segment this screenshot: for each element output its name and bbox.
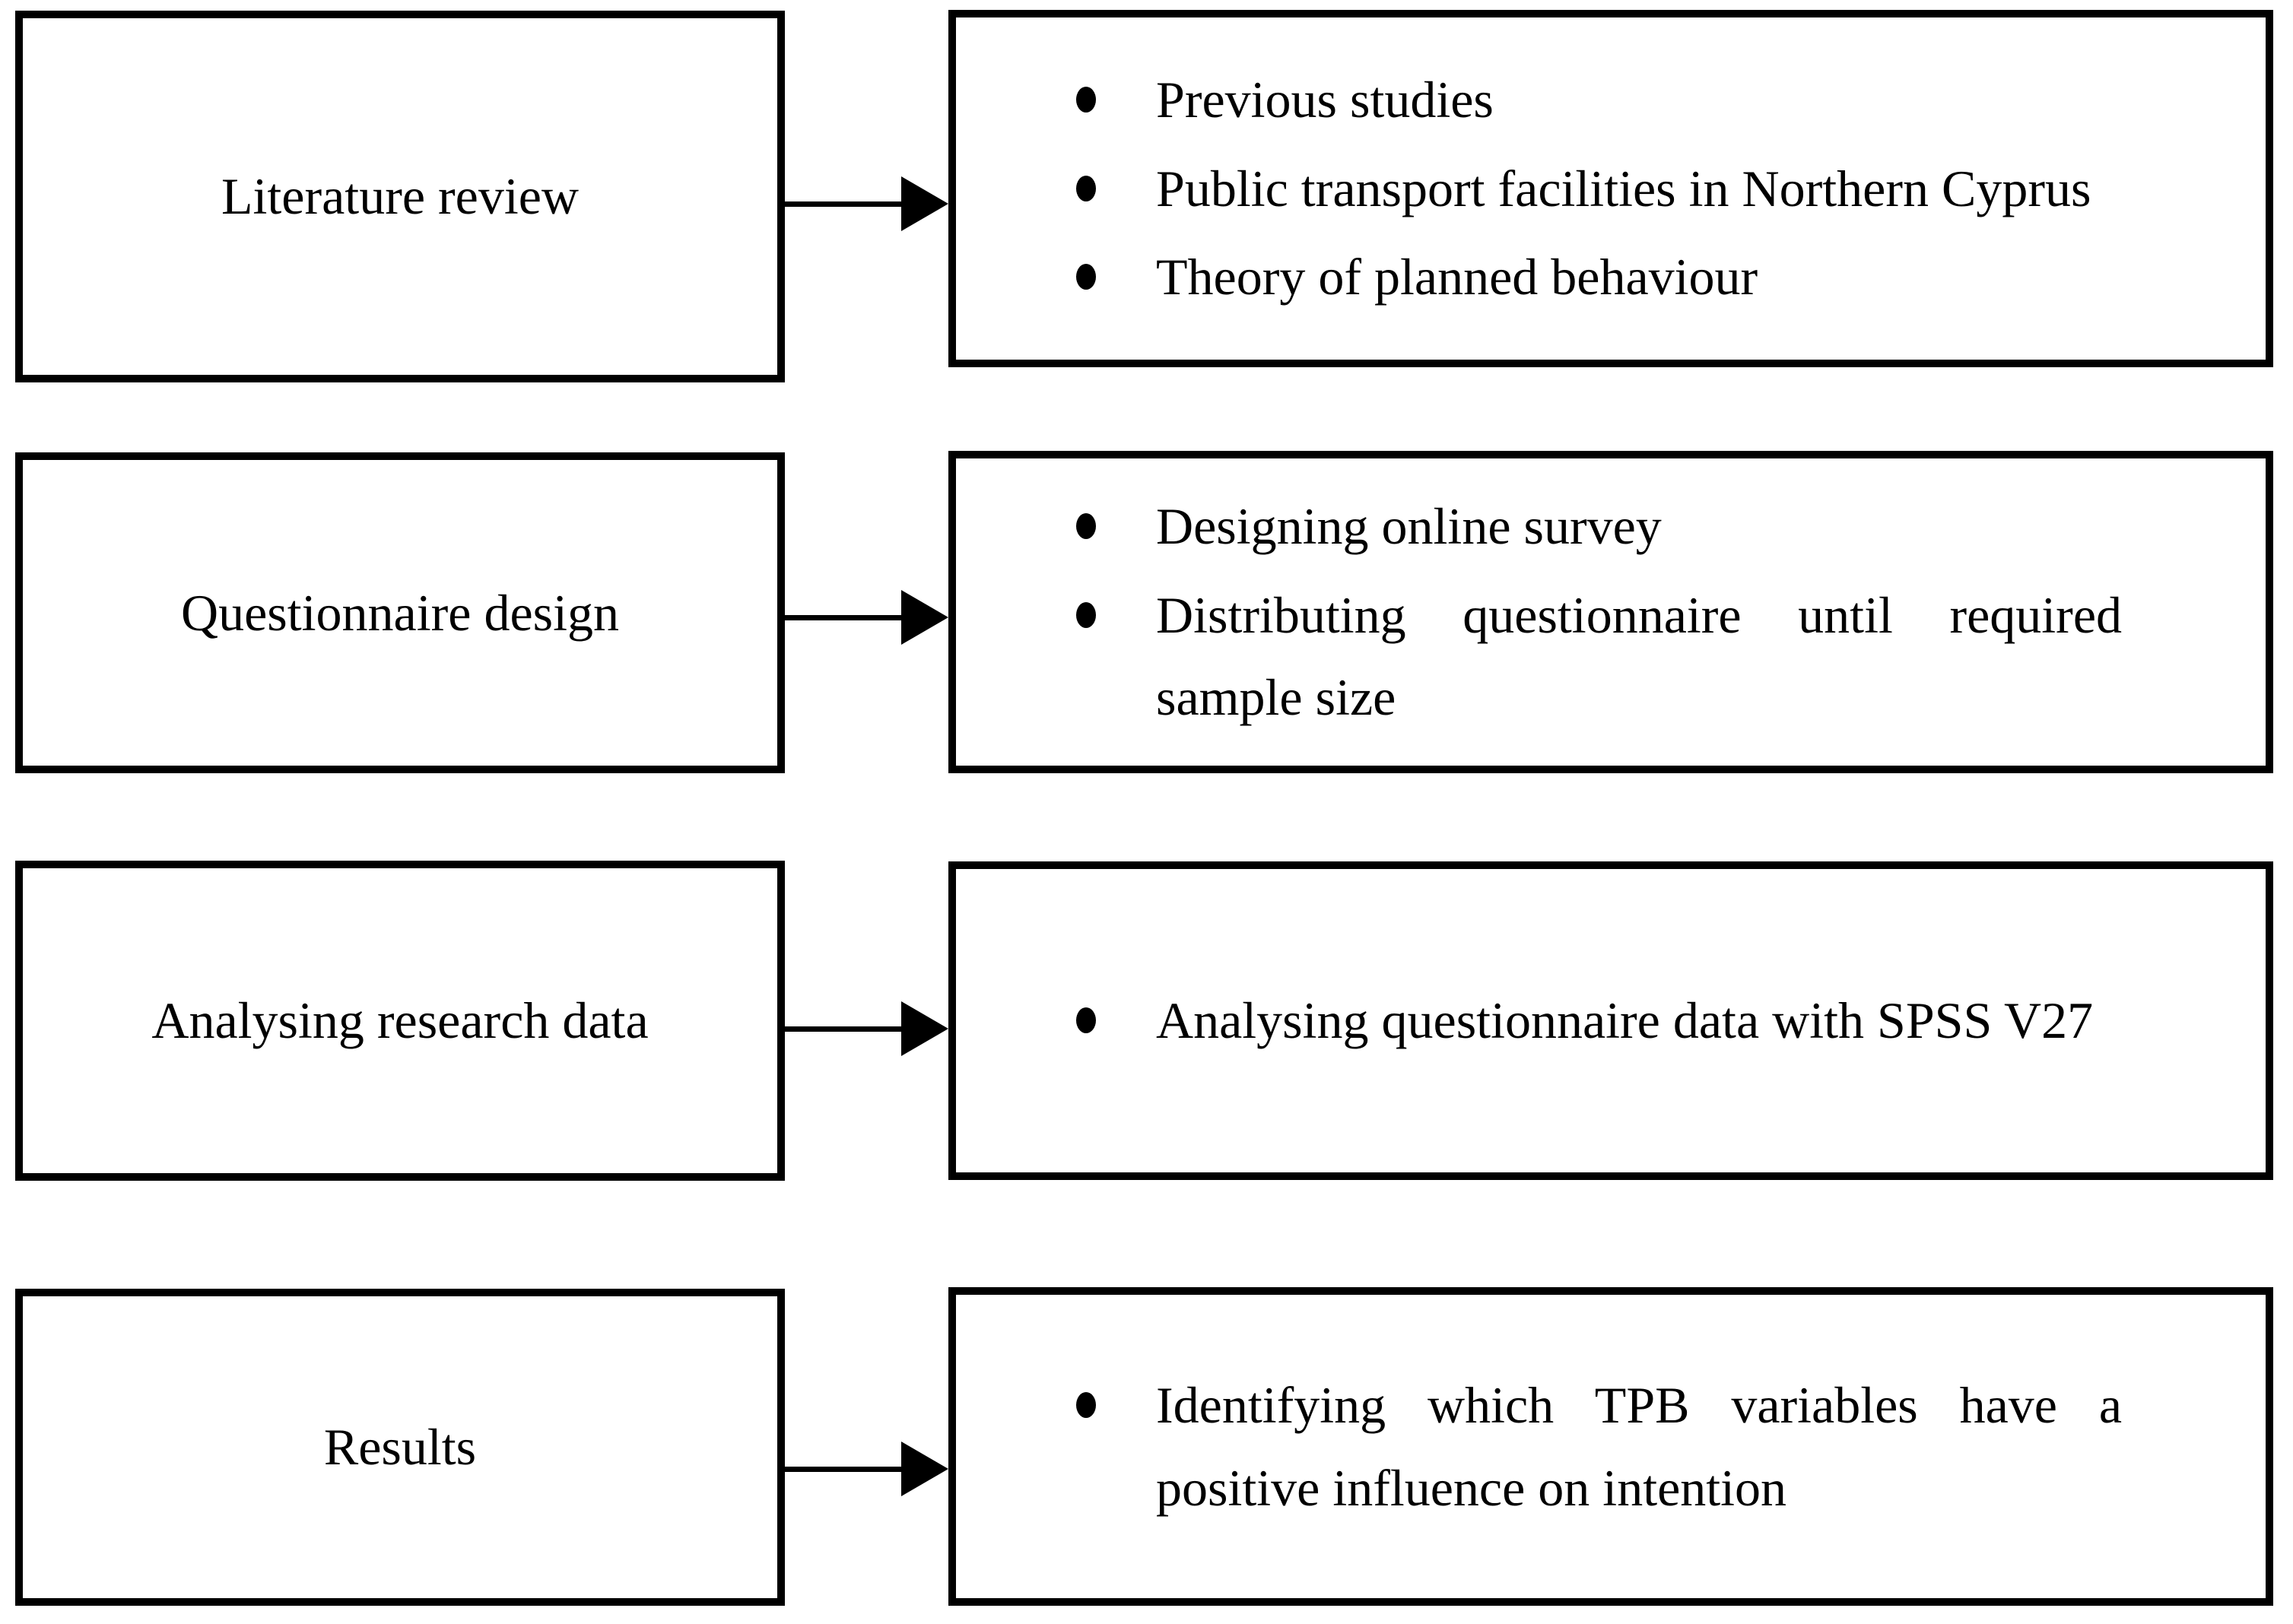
arrow-shaft	[785, 1466, 901, 1472]
bullet-icon	[1076, 264, 1096, 290]
bullet-text: Designing online survey	[1156, 496, 1662, 555]
bullet-item: Public transport facilities in Northern …	[956, 147, 2266, 230]
bullet-list: Identifying which TPB variables have a p…	[956, 1358, 2266, 1536]
details-box-analysing-research-data: Analysing questionnaire data with SPSS V…	[948, 861, 2273, 1180]
stage-label: Results	[323, 1418, 477, 1476]
details-box-questionnaire-design: Designing online survey Distributing que…	[948, 451, 2273, 773]
bullet-icon	[1076, 1391, 1096, 1418]
bullet-list: Designing online survey Distributing que…	[956, 479, 2266, 745]
stage-box-literature-review: Literature review	[15, 11, 785, 382]
flow-arrow	[785, 1001, 948, 1056]
bullet-text: Previous studies	[1156, 70, 1494, 128]
arrow-shaft	[785, 614, 901, 620]
stage-box-questionnaire-design: Questionnaire design	[15, 452, 785, 773]
bullet-list: Analysing questionnaire data with SPSS V…	[956, 973, 2266, 1068]
stage-label: Questionnaire design	[181, 583, 619, 642]
bullet-icon	[1076, 512, 1096, 539]
bullet-item: Designing online survey	[956, 485, 2266, 568]
bullet-icon	[1076, 86, 1096, 113]
bullet-text: Public transport facilities in Northern …	[1156, 159, 2091, 217]
bullet-list: Previous studies Public transport facili…	[956, 52, 2266, 325]
bullet-text: Theory of planned behaviour	[1156, 248, 1758, 306]
details-box-literature-review: Previous studies Public transport facili…	[948, 10, 2273, 367]
bullet-text: Distributing questionnaire until require…	[1156, 585, 2122, 727]
details-box-results: Identifying which TPB variables have a p…	[948, 1287, 2273, 1606]
bullet-icon	[1076, 175, 1096, 201]
arrow-shaft	[785, 1026, 901, 1032]
arrow-shaft	[785, 201, 901, 207]
flow-arrow	[785, 176, 948, 231]
stage-label: Literature review	[221, 167, 580, 225]
arrow-head-icon	[901, 1001, 948, 1056]
arrow-head-icon	[901, 1442, 948, 1496]
stage-box-results: Results	[15, 1289, 785, 1606]
bullet-icon	[1076, 601, 1096, 628]
bullet-icon	[1076, 1007, 1096, 1034]
flow-arrow	[785, 1442, 948, 1496]
arrow-head-icon	[901, 176, 948, 231]
bullet-item: Theory of planned behaviour	[956, 236, 2266, 319]
stage-label: Analysing research data	[151, 991, 649, 1049]
bullet-item: Previous studies	[956, 59, 2266, 141]
arrow-head-icon	[901, 590, 948, 645]
bullet-text: Analysing questionnaire data with SPSS V…	[1156, 991, 2094, 1050]
bullet-item: Analysing questionnaire data with SPSS V…	[956, 979, 2266, 1062]
bullet-item: Identifying which TPB variables have a p…	[956, 1364, 2266, 1530]
bullet-text: Identifying which TPB variables have a p…	[1156, 1375, 2122, 1517]
flow-arrow	[785, 590, 948, 645]
stage-box-analysing-research-data: Analysing research data	[15, 861, 785, 1181]
bullet-item: Distributing questionnaire until require…	[956, 574, 2266, 740]
